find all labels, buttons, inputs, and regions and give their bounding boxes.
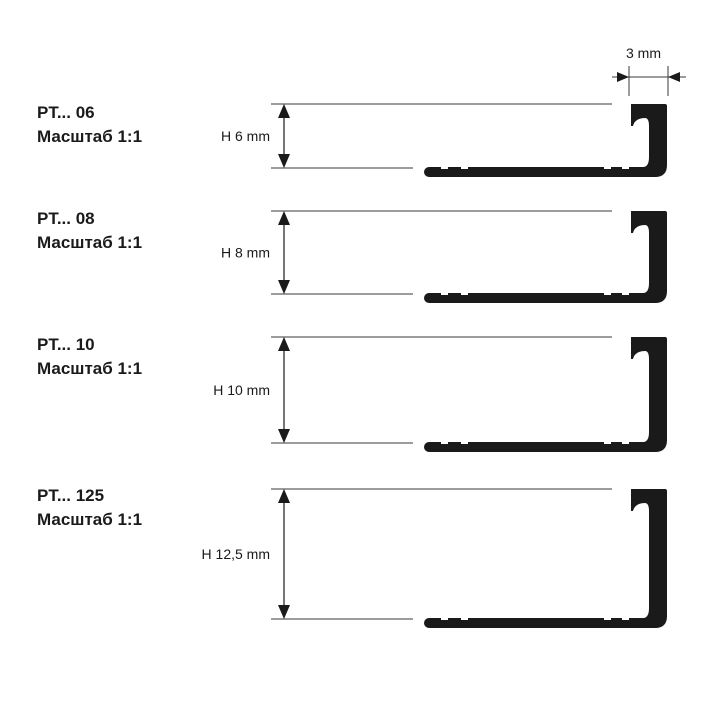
profile-notch: [622, 617, 629, 620]
profile-shape: [424, 104, 667, 177]
profile-rib: [646, 267, 649, 274]
profile-row: PT... 10 Масштаб 1:1 H 10 mm: [37, 335, 667, 452]
profiles-layer: PT... 06 Масштаб 1:1 H 6 mm PT... 08 Масштаб…: [37, 103, 667, 628]
profile-notch: [622, 292, 629, 295]
profile-rib: [646, 560, 649, 567]
profile-notch: [622, 166, 629, 169]
height-label: H 6 mm: [221, 128, 270, 144]
profile-code: PT... 06: [37, 103, 95, 122]
height-arrow-up: [278, 337, 290, 351]
profile-notch: [441, 166, 448, 169]
profile-notch: [461, 617, 468, 620]
profile-code: PT... 125: [37, 486, 104, 505]
profile-scale: Масштаб 1:1: [37, 510, 142, 529]
profile-notch: [604, 292, 611, 295]
profile-notch: [622, 441, 629, 444]
profile-shape: [424, 337, 667, 452]
profile-code: PT... 08: [37, 209, 95, 228]
height-arrow-down: [278, 154, 290, 168]
profile-notch: [441, 617, 448, 620]
profile-rib: [646, 585, 649, 592]
profile-rib: [646, 415, 649, 422]
profile-notch: [604, 441, 611, 444]
profile-rib: [646, 535, 649, 542]
profile-scale: Масштаб 1:1: [37, 233, 142, 252]
thickness-arrow-right: [668, 72, 680, 82]
profile-rib: [646, 250, 649, 257]
profile-notch: [604, 617, 611, 620]
profile-notch: [604, 166, 611, 169]
height-arrow-up: [278, 211, 290, 225]
profile-rib: [646, 142, 649, 149]
profile-code: PT... 10: [37, 335, 95, 354]
height-arrow-down: [278, 605, 290, 619]
profile-rib: [646, 396, 649, 403]
thickness-arrow-left: [617, 72, 629, 82]
profile-row: PT... 08 Масштаб 1:1 H 8 mm: [37, 209, 667, 303]
profile-notch: [461, 166, 468, 169]
height-label: H 12,5 mm: [202, 546, 270, 562]
height-arrow-down: [278, 429, 290, 443]
thickness-label: 3 mm: [626, 45, 661, 61]
thickness-dimension: 3 mm: [612, 45, 686, 96]
profile-row: PT... 06 Масштаб 1:1 H 6 mm: [37, 103, 667, 177]
profile-notch: [441, 441, 448, 444]
height-arrow-down: [278, 280, 290, 294]
height-label: H 8 mm: [221, 245, 270, 261]
profile-rib: [646, 377, 649, 384]
height-arrow-up: [278, 489, 290, 503]
profile-notch: [461, 441, 468, 444]
profile-scale: Масштаб 1:1: [37, 127, 142, 146]
height-label: H 10 mm: [213, 382, 270, 398]
profile-shape: [424, 489, 667, 628]
profile-scale: Масштаб 1:1: [37, 359, 142, 378]
profile-notch: [461, 292, 468, 295]
profile-shape: [424, 211, 667, 303]
profile-notch: [441, 292, 448, 295]
height-arrow-up: [278, 104, 290, 118]
